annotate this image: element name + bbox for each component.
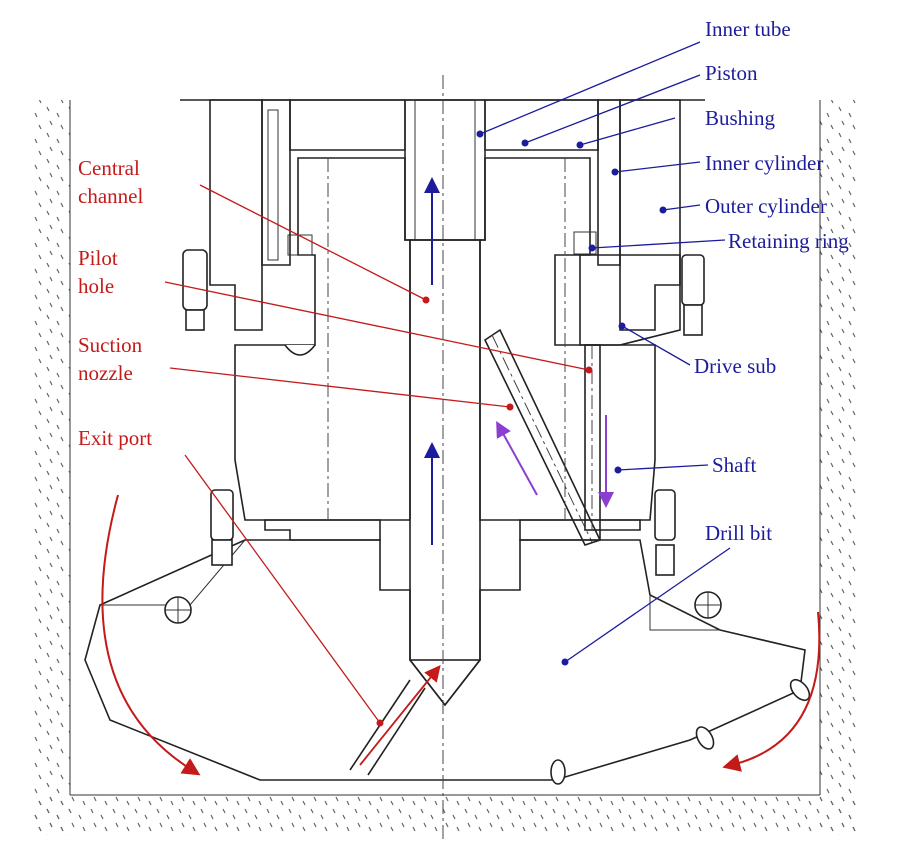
bolts xyxy=(182,249,705,576)
label-pilot-hole-line2: hole xyxy=(78,274,114,298)
label-retaining-ring: Retaining ring xyxy=(728,229,849,253)
borehole-wall xyxy=(32,100,858,835)
label-inner-cylinder: Inner cylinder xyxy=(705,151,823,175)
label-drill-bit: Drill bit xyxy=(705,521,772,545)
inner-tube-body xyxy=(404,99,486,241)
outer-cylinder-body xyxy=(209,99,681,331)
right-leaders xyxy=(476,41,731,666)
label-central-channel-line1: Central xyxy=(78,156,140,180)
label-central-channel-line2: channel xyxy=(78,184,143,208)
label-drive-sub: Drive sub xyxy=(694,354,776,378)
label-suction-nozzle-line1: Suction xyxy=(78,333,143,357)
label-exit-port: Exit port xyxy=(78,426,152,450)
label-shaft: Shaft xyxy=(712,453,756,477)
central-channel-bore xyxy=(409,239,481,707)
label-pilot-hole-line1: Pilot xyxy=(78,246,118,270)
drive-sub-body xyxy=(234,157,681,521)
shaft-base xyxy=(264,519,641,541)
label-outer-cylinder: Outer cylinder xyxy=(705,194,827,218)
suction-nozzle-channel xyxy=(483,328,602,546)
drill-bit-body xyxy=(84,539,811,785)
label-suction-nozzle-line2: nozzle xyxy=(78,361,133,385)
left-leaders xyxy=(164,184,593,727)
flow-arrows xyxy=(101,177,821,776)
label-piston: Piston xyxy=(705,61,758,85)
label-bushing: Bushing xyxy=(705,106,776,130)
label-inner-tube: Inner tube xyxy=(705,17,791,41)
